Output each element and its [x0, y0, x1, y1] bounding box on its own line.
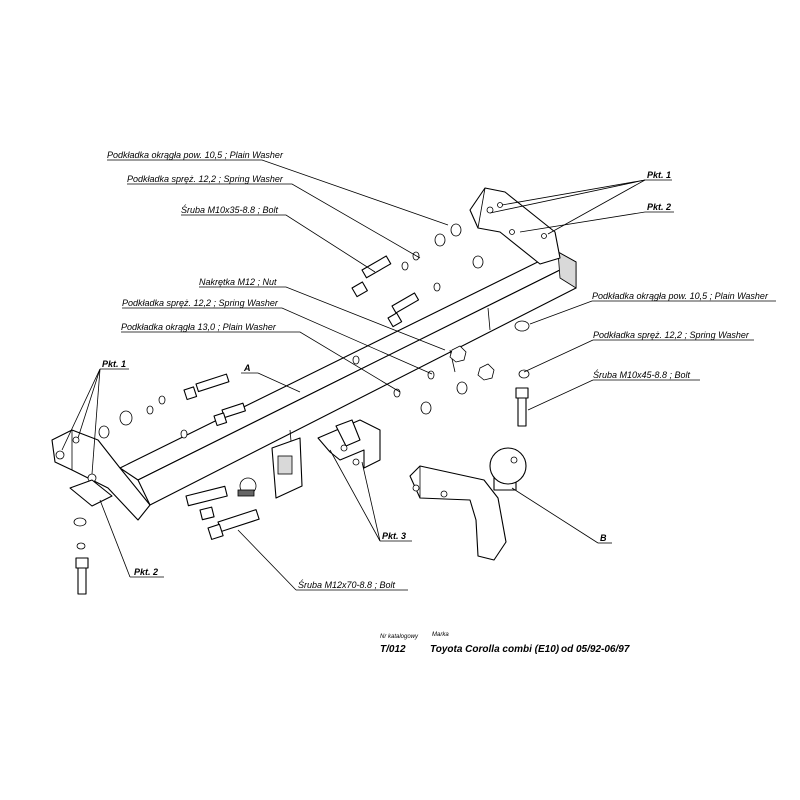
label-plain-washer-13-0: Podkładka okrągła 13,0 ; Plain Washer	[121, 322, 277, 332]
left-mounting-bracket	[51, 429, 151, 521]
leader-lines	[61, 159, 776, 591]
label-pkt2-left: Pkt. 2	[134, 567, 158, 577]
label-plain-washer-10-5-right: Podkładka okrągła pow. 10,5 ; Plain Wash…	[592, 291, 769, 301]
label-bolt-m10x45: Śruba M10x45-8.8 ; Bolt	[593, 369, 691, 380]
label-part-b: B	[600, 533, 607, 543]
bolt-m10x35-lower	[387, 292, 420, 328]
bolt-m10x35-upper	[351, 255, 392, 298]
catalog-block: Nr katalogowy Marka T/012 Toyota Corolla…	[380, 632, 630, 655]
label-spring-washer-12-2-top: Podkładka spręż. 12,2 ; Spring Washer	[127, 174, 284, 184]
washers-left-group	[98, 395, 188, 439]
label-pkt3: Pkt. 3	[382, 531, 406, 541]
right-mounting-bracket	[469, 187, 561, 265]
washers-left-lower	[73, 517, 87, 550]
label-part-a: A	[243, 363, 251, 373]
catalog-nr-value: T/012	[380, 644, 406, 655]
label-bolt-m12x70: Śruba M12x70-8.8 ; Bolt	[298, 579, 396, 590]
label-spring-washer-12-2-right: Podkładka spręż. 12,2 ; Spring Washer	[593, 330, 750, 340]
label-pkt1-left: Pkt. 1	[102, 359, 126, 369]
center-mounting-plate	[237, 437, 303, 499]
bolt-m12x70	[207, 509, 260, 540]
cross-beam-a	[119, 251, 577, 506]
washers-top-group	[401, 223, 484, 292]
catalog-nr-label: Nr katalogowy	[380, 634, 419, 640]
washers-right-group	[514, 320, 530, 379]
washers-mid-group	[352, 345, 495, 415]
label-bolt-m10x35: Śruba M10x35-8.8 ; Bolt	[181, 204, 279, 215]
catalog-marka-value: Toyota Corolla combi (E10)	[430, 644, 560, 655]
label-nut-m12: Nakrętka M12 ; Nut	[199, 277, 277, 287]
label-plain-washer-10-5-top: Podkładka okrągła pow. 10,5 ; Plain Wash…	[107, 150, 284, 160]
part-labels: Podkładka okrągła pow. 10,5 ; Plain Wash…	[107, 150, 769, 590]
label-pkt1-right: Pkt. 1	[647, 170, 671, 180]
ball-mount-brackets	[317, 419, 381, 469]
label-pkt2-right: Pkt. 2	[647, 202, 671, 212]
point-labels: Pkt. 1 Pkt. 2 Pkt. 1 Pkt. 2 Pkt. 3 A B	[102, 170, 671, 577]
tow-ball-b	[409, 447, 527, 561]
catalog-date-range: od 05/92-06/97	[561, 644, 630, 655]
bolt-left-vertical	[75, 557, 89, 595]
label-spring-washer-12-2-mid: Podkładka spręż. 12,2 ; Spring Washer	[122, 298, 279, 308]
bolts-left-upper	[183, 373, 246, 427]
lower-bolt-stack	[185, 485, 228, 521]
bolt-m10x45-right	[515, 387, 529, 427]
catalog-marka-label: Marka	[432, 632, 449, 638]
